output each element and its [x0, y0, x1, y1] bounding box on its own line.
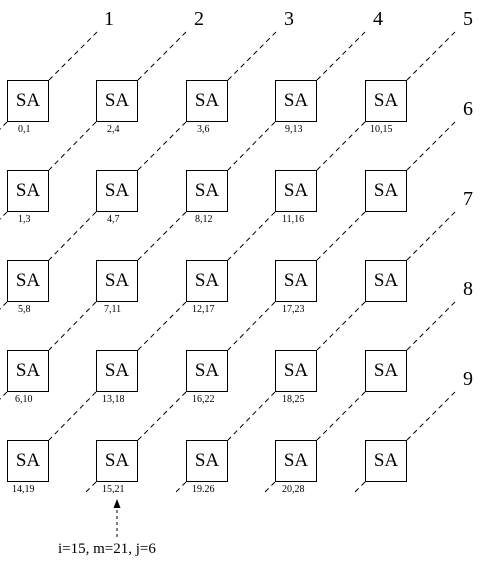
sa-cell-r2-c1: SA [96, 260, 138, 302]
diagonal-label-8: 8 [463, 278, 473, 300]
entry-line [406, 31, 456, 81]
sa-cell-r3-c0: SA [7, 350, 49, 392]
exit-line [175, 481, 187, 493]
exit-line [0, 391, 8, 400]
sa-cell-r0-c1: SA [96, 80, 138, 122]
exit-line [0, 211, 8, 220]
entry-line [406, 301, 456, 351]
sa-cell-r3-c2: SA [186, 350, 228, 392]
sa-cell-r0-c2: SA [186, 80, 228, 122]
cell-index-label: 15,21 [102, 484, 125, 495]
sa-cell-r3-c1: SA [96, 350, 138, 392]
diagonal-link [316, 391, 366, 441]
entry-line [316, 31, 366, 81]
cell-index-label: 13,18 [102, 394, 125, 405]
cell-index-label: 9,13 [285, 124, 303, 135]
sa-cell-r3-c4: SA [365, 350, 407, 392]
diagonal-link [316, 211, 366, 261]
exit-line [0, 121, 8, 130]
diagonal-link [316, 301, 366, 351]
cell-index-label: 16,22 [192, 394, 215, 405]
sa-cell-r2-c4: SA [365, 260, 407, 302]
index-caption: i=15, m=21, j=6 [58, 541, 156, 557]
sa-cell-r4-c4: SA [365, 440, 407, 482]
cell-index-label: 11,16 [282, 214, 305, 225]
sa-cell-r1-c3: SA [275, 170, 317, 212]
cell-index-label: 3,6 [197, 124, 210, 135]
diagonal-link [137, 121, 187, 171]
cell-index-label: 20,28 [282, 484, 305, 495]
diagonal-label-5: 5 [463, 8, 473, 30]
sa-cell-r4-c0: SA [7, 440, 49, 482]
diagonal-link [227, 391, 276, 441]
diagonal-label-2: 2 [194, 8, 204, 30]
sa-cell-r3-c3: SA [275, 350, 317, 392]
entry-line [406, 121, 456, 171]
cell-index-label: 12,17 [192, 304, 215, 315]
cell-index-label: 19.26 [192, 484, 215, 495]
diagonal-label-3: 3 [284, 8, 294, 30]
sa-cell-r0-c4: SA [365, 80, 407, 122]
diagonal-link [137, 391, 187, 441]
cell-index-label: 7,11 [104, 304, 122, 315]
diagonal-label-7: 7 [463, 188, 473, 210]
entry-line [406, 391, 456, 441]
diagonal-link [48, 391, 97, 441]
sa-cell-r0-c3: SA [275, 80, 317, 122]
diagonal-link [227, 211, 276, 261]
cell-index-label: 10,15 [370, 124, 393, 135]
diagonal-link [227, 301, 276, 351]
sa-cell-r1-c0: SA [7, 170, 49, 212]
sa-cell-r1-c4: SA [365, 170, 407, 212]
exit-line [0, 301, 8, 310]
diagonal-label-6: 6 [463, 98, 473, 120]
diagonal-link [48, 301, 97, 351]
diagonal-link [227, 121, 276, 171]
diagonal-link [316, 121, 366, 171]
diagonal-label-9: 9 [463, 368, 473, 390]
indicator-arrow-head [113, 499, 121, 508]
sa-cell-r0-c0: SA [7, 80, 49, 122]
entry-line [48, 31, 98, 81]
sa-cell-r4-c2: SA [186, 440, 228, 482]
exit-line [354, 481, 366, 493]
diagonal-link [48, 211, 97, 261]
diagonal-label-1: 1 [104, 8, 114, 30]
sa-cell-r4-c1: SA [96, 440, 138, 482]
sa-cell-r2-c0: SA [7, 260, 49, 302]
entry-line [137, 31, 187, 81]
diagonal-label-4: 4 [373, 8, 383, 30]
sa-cell-r2-c2: SA [186, 260, 228, 302]
sa-cell-r1-c2: SA [186, 170, 228, 212]
cell-index-label: 18,25 [282, 394, 305, 405]
sa-cell-r4-c3: SA [275, 440, 317, 482]
exit-line [85, 481, 97, 493]
cell-index-label: 6,10 [15, 394, 33, 405]
cell-index-label: 1,3 [18, 214, 31, 225]
cell-index-label: 2,4 [107, 124, 120, 135]
diagonal-link [48, 121, 97, 171]
sa-cell-r1-c1: SA [96, 170, 138, 212]
exit-line [264, 481, 276, 493]
diagonal-link [137, 301, 187, 351]
diagonal-link [137, 211, 187, 261]
cell-index-label: 0,1 [18, 124, 31, 135]
sa-cell-r2-c3: SA [275, 260, 317, 302]
cell-index-label: 4,7 [107, 214, 120, 225]
cell-index-label: 8,12 [195, 214, 213, 225]
cell-index-label: 17,23 [282, 304, 305, 315]
cell-index-label: 5,8 [18, 304, 31, 315]
cell-index-label: 14,19 [12, 484, 35, 495]
entry-line [406, 211, 456, 261]
entry-line [227, 31, 277, 81]
